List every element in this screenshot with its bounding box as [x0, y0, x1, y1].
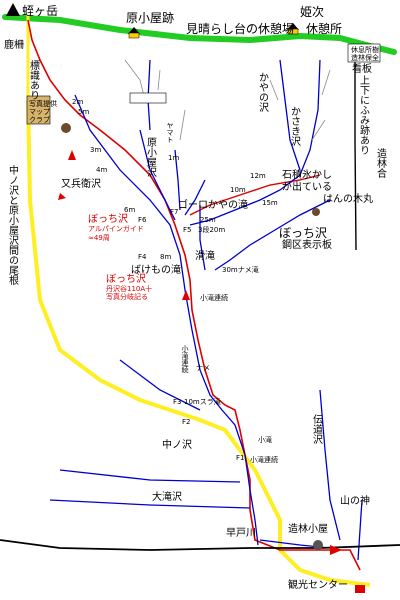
- kukan-label: 鋼区表示板: [282, 238, 332, 251]
- rest-hut-icon: [287, 23, 299, 35]
- red-route: [27, 19, 361, 571]
- small-falls-label3: 小滝連続: [250, 455, 278, 464]
- yamatosawa-label: ヤマト: [166, 122, 174, 143]
- twentyfive-label: 25m: [200, 216, 216, 224]
- yamanokami-label: 山の神: [340, 494, 370, 507]
- forest-road: [0, 539, 400, 551]
- route-arrow-icon-4: [330, 545, 342, 555]
- zoukin-label: 造林合: [375, 147, 387, 179]
- height-8m: 8m: [160, 253, 171, 261]
- height-2m: 2m: [72, 98, 83, 106]
- fall-f1: F1: [236, 454, 244, 462]
- kamishita-label: 上下にふみ跡あり: [358, 75, 370, 155]
- height-4m: 4m: [96, 166, 107, 174]
- deteiru-label: が出ている: [282, 180, 332, 193]
- fall-f4: F4: [138, 253, 147, 261]
- small-falls-label: 小滝連続: [200, 293, 228, 302]
- sign-box-left: [26, 95, 51, 125]
- sign-box-right-text2: 造林保全: [351, 53, 379, 62]
- sign-box-right-text: 休息所樹: [351, 45, 379, 54]
- koban-label: 看板: [352, 62, 372, 75]
- hayatogawa-label: 早戸川: [226, 527, 256, 539]
- sign-box-left-text3: クラブ: [29, 115, 50, 124]
- small-falls-label4: 小滝: [258, 435, 272, 444]
- gorogaya-label: ゴーロかやの滝: [178, 198, 248, 211]
- sign-box-right: [347, 43, 381, 63]
- stream-network: [49, 59, 363, 561]
- red-route-bocchi: [189, 174, 321, 216]
- sign-box-left-text2: マップ: [29, 108, 50, 116]
- hannoki-label: はんの木丸: [323, 192, 373, 205]
- kasakisawa-label: かさき沢: [289, 106, 301, 147]
- densousawa-label: 伝道沢: [311, 414, 323, 445]
- rock-icon: [61, 123, 71, 133]
- height-5m: 5m: [78, 108, 89, 116]
- alpine-guide-note: ≈49周: [88, 234, 110, 242]
- viewpoint-label: 見晴らし台の休憩場: [186, 21, 294, 36]
- height-3m: 3m: [90, 146, 101, 154]
- sanjo-label: 3段20m: [198, 225, 225, 234]
- nakanosawa-label: 中ノ沢: [162, 438, 192, 451]
- bakemono-label: ばけもの滝: [131, 264, 181, 276]
- kayanosawa-label: かやの沢: [257, 72, 269, 113]
- yellow-trail: [26, 99, 371, 587]
- forest-road-right: [354, 52, 357, 251]
- route-arrow-icon: [68, 150, 76, 160]
- bocchi-note1: 丹沢谷110A十: [106, 284, 152, 293]
- thirtym-label: 30mナメ滝: [222, 265, 259, 274]
- peak-label-hirugatake: 蛭ヶ岳: [22, 3, 58, 18]
- harakoyasawa-label: 原小屋沢: [145, 137, 157, 178]
- ridge-line: [2, 14, 397, 55]
- height-1m: 1m: [168, 154, 179, 162]
- hut-dot-icon: [313, 540, 323, 550]
- tenmsura-label: 10mスラ滝: [184, 397, 221, 406]
- fall-f6: F6: [138, 216, 147, 224]
- shikasaku-label: 鹿柵: [4, 38, 24, 51]
- bocchi-center-label: ぼっち沢: [106, 272, 146, 285]
- restplace-label: 休憩所: [306, 21, 342, 36]
- himetsugi-label: 姫次: [300, 5, 324, 19]
- zoukin-hut-label: 造林小屋: [288, 522, 328, 535]
- fall-f3: F3: [173, 398, 181, 406]
- fall-f2: F2: [182, 418, 190, 426]
- height-markers: 2m 5m 3m 4m 1m 6m 8m 12m 10m 15m: [72, 98, 278, 261]
- route-arrow-icon-2: [58, 193, 66, 200]
- rock-icon-2: [312, 208, 320, 216]
- fall-f5: F5: [183, 226, 191, 234]
- peak-marker-icon: [6, 3, 20, 16]
- center-building-icon: [355, 585, 365, 593]
- height-6m: 6m: [124, 206, 135, 214]
- ruin-label: 原小屋跡: [126, 10, 174, 25]
- small-falls-label2: 小滝連続: [181, 344, 189, 374]
- kankou-label: 観光センター: [288, 578, 348, 591]
- hut-icon: [128, 27, 140, 39]
- fall-f7: F7: [170, 208, 178, 216]
- namedaki-label: 滑滝: [195, 250, 215, 262]
- bocchi-right-label: ぼっち沢: [279, 226, 327, 240]
- hyoshiki-label: 標識あり: [28, 59, 40, 100]
- bocchi-note2: 写真分岐記る: [106, 292, 148, 301]
- oodakisawa-label: 大滝沢: [152, 490, 182, 503]
- height-10m: 10m: [230, 186, 246, 194]
- mataheie-label: 又兵衛沢: [61, 177, 101, 190]
- height-12m: 12m: [250, 172, 266, 180]
- route-arrow-icon-3: [182, 290, 190, 300]
- bocchi-left-label: ぼっち沢: [88, 212, 128, 225]
- height-15m: 15m: [262, 199, 278, 207]
- photo-sign-box: [129, 92, 167, 104]
- nane-label: ナメ: [196, 364, 210, 372]
- sign-box-left-text: 写真提供: [29, 99, 57, 108]
- alpine-guide-label: アルパインガイド: [88, 224, 144, 233]
- ishikura-label: 石積氷かし: [282, 168, 332, 181]
- nakanosawa-ridge-label: 中ノ沢と原小屋沢間の尾根: [7, 164, 19, 286]
